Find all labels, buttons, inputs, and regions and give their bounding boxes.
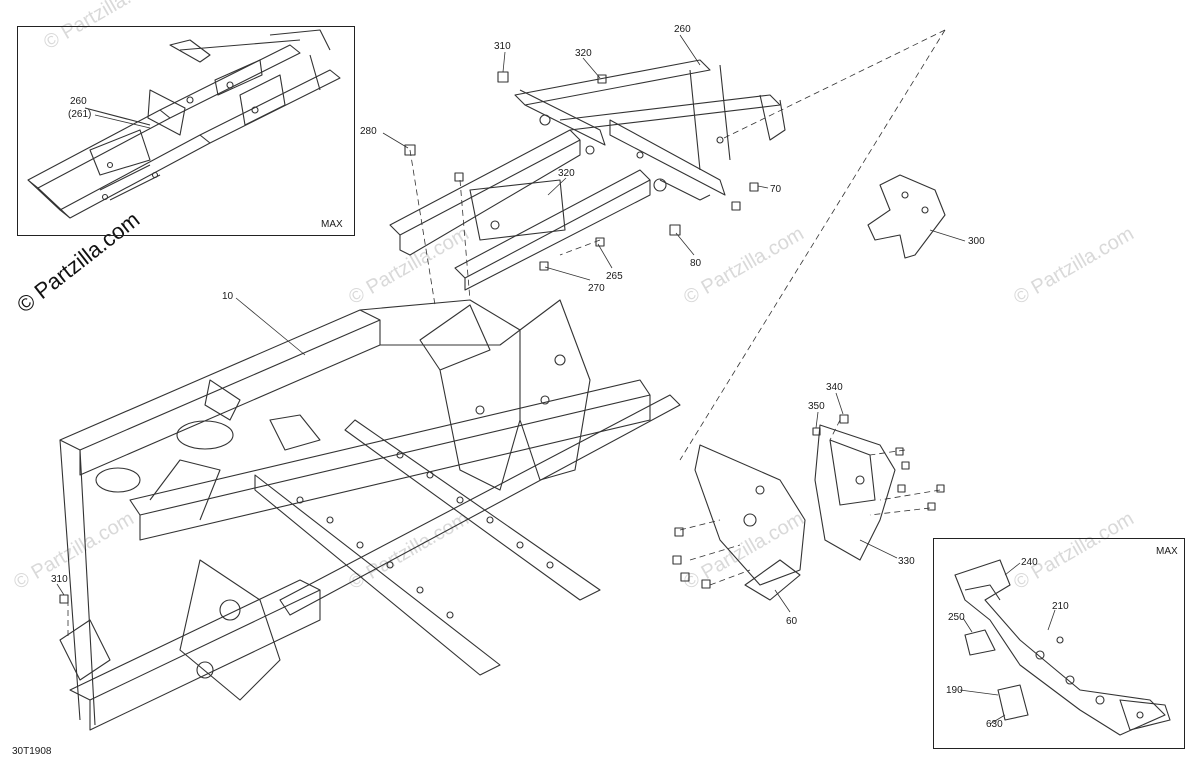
inset-callout-261: (261) <box>68 109 92 120</box>
leader-lines <box>56 34 1056 725</box>
callout-280: 280 <box>360 126 377 137</box>
inset-box-top-left <box>17 26 355 236</box>
inset-max-tag: MAX <box>1156 546 1178 557</box>
callout-265: 265 <box>606 271 623 282</box>
callout-320: 320 <box>558 168 575 179</box>
callout-80: 80 <box>690 258 702 269</box>
callout-350: 350 <box>808 401 825 412</box>
callout-340: 340 <box>826 382 843 393</box>
callout-630: 630 <box>986 719 1003 730</box>
callout-250: 250 <box>948 612 965 623</box>
callout-70: 70 <box>770 184 782 195</box>
callout-270: 270 <box>588 283 605 294</box>
callout-10: 10 <box>222 291 234 302</box>
rear-subframe-drawing <box>389 59 786 291</box>
callout-300: 300 <box>968 236 985 247</box>
callout-320: 320 <box>575 48 592 59</box>
inset-box-bottom-right <box>933 538 1185 749</box>
callout-190: 190 <box>946 685 963 696</box>
callout-260: 260 <box>674 24 691 35</box>
inset-max-tag: MAX <box>321 219 343 230</box>
callout-60: 60 <box>786 616 798 627</box>
inset-bracket-drawing <box>954 559 1171 736</box>
inset-callout-260: 260 <box>70 96 87 107</box>
bracket-assembly-drawing <box>672 414 945 601</box>
callout-240: 240 <box>1021 557 1038 568</box>
drawing-code: 30T1908 <box>12 746 52 757</box>
callout-310: 310 <box>51 574 68 585</box>
callout-310: 310 <box>494 41 511 52</box>
projection-lines <box>67 29 946 640</box>
main-frame-drawing <box>59 299 681 731</box>
inset-frame-drawing <box>27 29 341 219</box>
bracket-300-drawing <box>867 174 946 259</box>
callout-330: 330 <box>898 556 915 567</box>
callout-210: 210 <box>1052 601 1069 612</box>
